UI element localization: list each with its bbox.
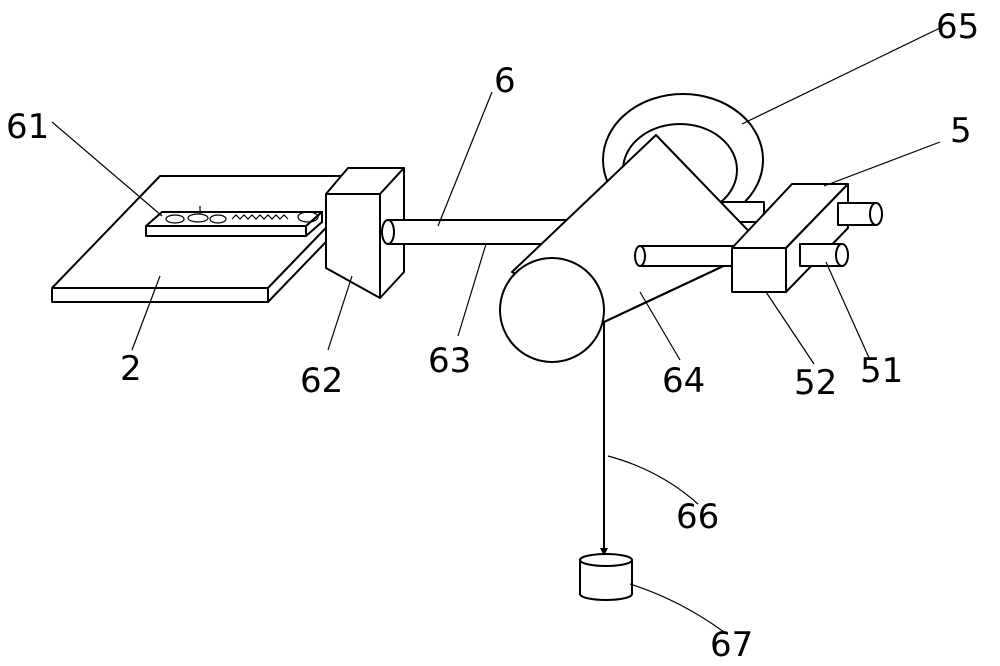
label-62: 62 <box>300 361 343 401</box>
label-66: 66 <box>676 497 719 537</box>
label-51: 51 <box>860 351 903 391</box>
weight-67 <box>579 553 633 601</box>
label-52: 52 <box>794 363 837 403</box>
label-6: 6 <box>494 61 516 101</box>
label-67: 67 <box>710 625 753 665</box>
label-61: 61 <box>6 107 49 147</box>
cylinder-64 <box>499 134 765 363</box>
label-5: 5 <box>950 111 972 151</box>
slider-block-52 <box>731 183 849 293</box>
label-2: 2 <box>120 349 142 389</box>
rack-rail <box>145 206 323 237</box>
labels: 61 2 62 63 6 64 65 5 52 51 66 67 <box>6 7 979 665</box>
label-64: 64 <box>662 361 705 401</box>
label-65: 65 <box>936 7 979 47</box>
cord-66 <box>600 321 608 557</box>
rod-ends-51 <box>799 202 883 267</box>
lower-rod <box>634 245 741 267</box>
label-63: 63 <box>428 341 471 381</box>
leader-lines <box>51 27 941 633</box>
